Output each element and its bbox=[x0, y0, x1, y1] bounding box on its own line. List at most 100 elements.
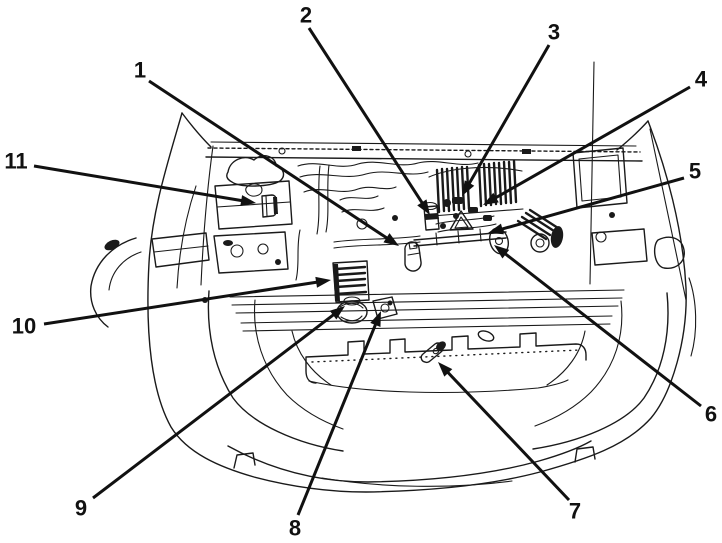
fuse-box bbox=[214, 180, 293, 230]
callout-1-arrowhead-icon bbox=[383, 233, 399, 246]
cowl-clip-1 bbox=[352, 146, 361, 151]
callout-11: 11 bbox=[4, 149, 256, 206]
callout-8: 8 bbox=[289, 311, 381, 541]
air-cleaner-blob bbox=[226, 155, 285, 187]
sensor-unit-hole bbox=[494, 236, 504, 246]
manifold-fins-right bbox=[477, 159, 518, 208]
left-marker-lamp bbox=[104, 239, 120, 251]
callout-2-arrowhead-icon bbox=[417, 199, 430, 215]
fuel-rail-bottom bbox=[413, 237, 507, 247]
cowl-band bbox=[205, 141, 643, 178]
left-bolt bbox=[223, 240, 233, 246]
callout-2-number: 2 bbox=[300, 3, 312, 28]
callout-10-number: 10 bbox=[12, 314, 36, 339]
callout-8-leader-line bbox=[296, 318, 379, 516]
wiper-pivot-left bbox=[278, 147, 286, 155]
callout-7: 7 bbox=[438, 362, 581, 524]
bumper-notch-left bbox=[233, 452, 256, 469]
relay-component-seam bbox=[265, 195, 268, 217]
battery-cap-2 bbox=[257, 243, 269, 255]
pulley-hub bbox=[535, 238, 545, 248]
callout-8-number: 8 bbox=[289, 516, 301, 541]
grille-bracket bbox=[477, 330, 495, 342]
callout-5-leader-line bbox=[496, 176, 685, 233]
callout-6-arrowhead-icon bbox=[494, 245, 510, 259]
washer-reservoir bbox=[591, 228, 648, 266]
intake-manifold bbox=[428, 159, 524, 233]
bumper-stipple bbox=[311, 349, 581, 363]
support-line-1 bbox=[229, 289, 625, 298]
callout-10-leader-line bbox=[43, 279, 323, 326]
manifold-connector-1 bbox=[452, 197, 463, 204]
bolt-component-ring bbox=[432, 347, 440, 355]
fuse-box-seam bbox=[216, 201, 291, 208]
support-line-2 bbox=[231, 297, 623, 306]
bumper-bottom-line bbox=[321, 477, 513, 487]
callout-9-leader-line bbox=[92, 310, 339, 500]
callout-4-arrowhead-icon bbox=[483, 192, 499, 205]
car-body-outline bbox=[89, 112, 697, 493]
injector-band bbox=[424, 213, 439, 220]
rail-tee-2 bbox=[457, 230, 460, 244]
ribbed-stack-fin-3 bbox=[334, 277, 367, 283]
reservoir-neck bbox=[408, 241, 418, 250]
battery-box bbox=[213, 231, 289, 274]
center-engine-components bbox=[295, 164, 507, 324]
left-fender-line bbox=[176, 185, 197, 289]
callout-3-arrowhead-icon bbox=[462, 180, 475, 196]
canister bbox=[336, 300, 368, 324]
belt-dark bbox=[550, 226, 564, 248]
body-top-left-corner bbox=[181, 112, 212, 148]
harness-center bbox=[303, 186, 397, 193]
callout-11-number: 11 bbox=[4, 149, 27, 174]
ribbed-stack-fin-1 bbox=[334, 265, 367, 271]
callout-1: 1 bbox=[134, 58, 399, 246]
callout-6: 6 bbox=[494, 245, 717, 427]
cowl-harness-1 bbox=[297, 161, 479, 167]
callout-7-number: 7 bbox=[569, 499, 581, 524]
band-line-1 bbox=[240, 315, 613, 324]
ribbed-stack-fin-2 bbox=[334, 271, 367, 277]
support-line-3 bbox=[235, 305, 619, 314]
ribbed-stack-shade bbox=[333, 264, 340, 301]
engine-bolt-2 bbox=[440, 223, 446, 229]
callout-10: 10 bbox=[12, 276, 331, 339]
body-outer-edge bbox=[147, 112, 687, 493]
callout-7-arrowhead-icon bbox=[438, 362, 453, 377]
rail-tee-1 bbox=[435, 232, 438, 246]
belt-ribs bbox=[516, 208, 560, 241]
throttle-cable-2 bbox=[333, 241, 421, 249]
left-engine-components bbox=[151, 145, 293, 303]
battery-cap-1 bbox=[230, 244, 244, 258]
canister-cap bbox=[343, 296, 361, 306]
mount-bracket bbox=[372, 296, 398, 320]
wiper-pivot-right bbox=[464, 150, 472, 158]
right-corner-arc-1 bbox=[532, 292, 669, 450]
left-bay-edge bbox=[200, 145, 214, 286]
callout-4-leader-line bbox=[490, 85, 691, 202]
harness-center-2 bbox=[339, 195, 379, 201]
left-corner-arc-3 bbox=[291, 330, 332, 386]
plenum-curve-1 bbox=[435, 215, 495, 225]
callout-5-arrowhead-icon bbox=[488, 223, 504, 235]
a-bracket-inner bbox=[454, 216, 469, 229]
air-box-inner bbox=[578, 154, 622, 202]
callout-10-arrowhead-icon bbox=[315, 276, 331, 288]
callout-5: 5 bbox=[488, 159, 701, 235]
callout-9-number: 9 bbox=[75, 496, 87, 521]
bumper-crenellation bbox=[305, 332, 587, 384]
relay-component-shade bbox=[273, 197, 278, 214]
callout-3-leader-line bbox=[465, 44, 551, 189]
callout-7-leader-line bbox=[443, 367, 571, 502]
throttle-cable-1 bbox=[333, 235, 421, 243]
reservoir-bottle bbox=[404, 241, 422, 272]
sensor-bolt bbox=[392, 215, 398, 221]
ribbed-stack-fin-4 bbox=[334, 283, 367, 289]
washer-cap bbox=[595, 231, 607, 243]
left-fender-bulge-inner bbox=[108, 251, 142, 291]
plenum-curve-2 bbox=[437, 223, 497, 233]
callout-4: 4 bbox=[483, 67, 708, 205]
radiator-support-and-bumper bbox=[229, 289, 625, 394]
